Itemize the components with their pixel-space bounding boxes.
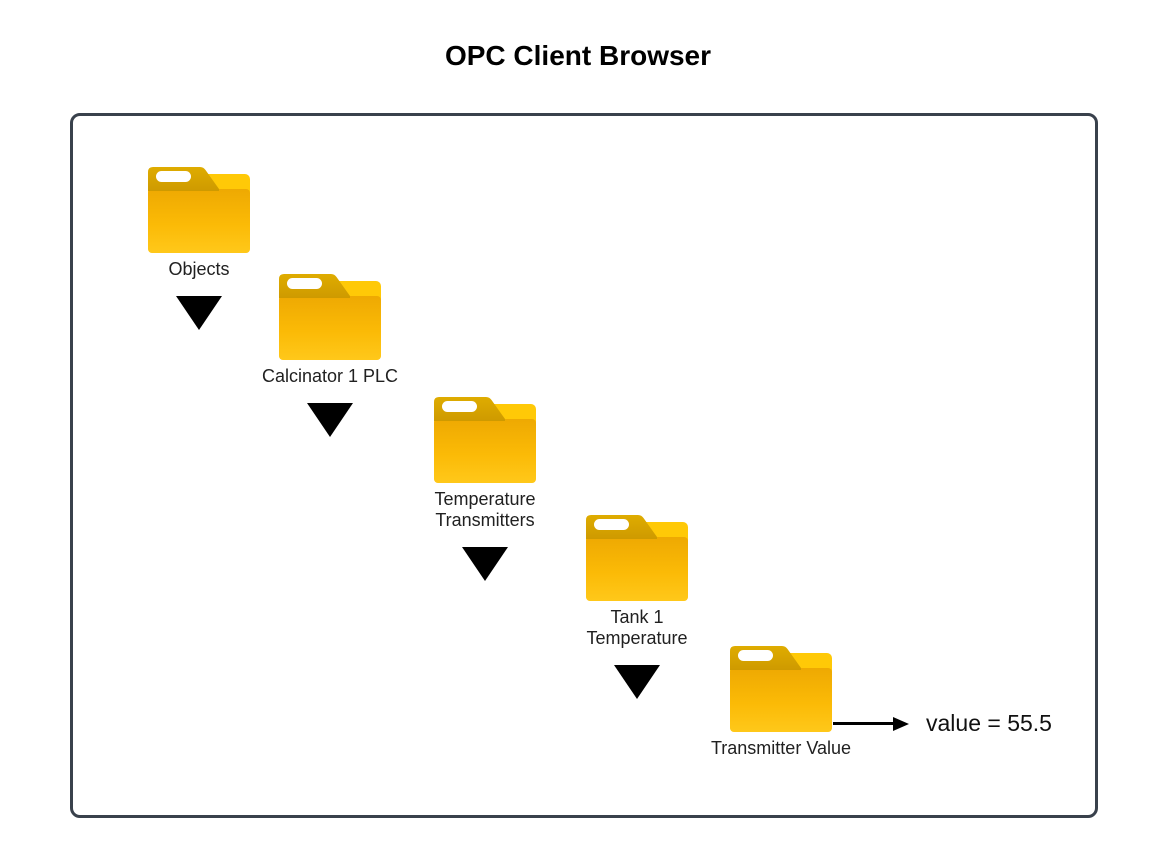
tree-node-tank-1-temperature: Tank 1 Temperature <box>542 514 732 699</box>
expand-arrow-icon[interactable] <box>462 547 508 581</box>
folder-icon[interactable] <box>278 273 382 361</box>
expand-arrow-icon[interactable] <box>307 403 353 437</box>
tag-value: value = 55.5 <box>926 710 1052 736</box>
folder-icon[interactable] <box>147 166 251 254</box>
value-pointer: value = 55.5 <box>833 710 1052 737</box>
node-label: Temperature Transmitters <box>434 489 536 530</box>
folder-icon[interactable] <box>729 645 833 733</box>
tree-node-transmitter-value: Transmitter Value <box>686 645 876 759</box>
expand-arrow-icon[interactable] <box>176 296 222 330</box>
arrow-line <box>833 722 893 725</box>
node-label: Calcinator 1 PLC <box>261 366 399 386</box>
node-label: Objects <box>168 259 230 279</box>
tree-node-calcinator-1-plc: Calcinator 1 PLC <box>235 273 425 437</box>
expand-arrow-icon[interactable] <box>614 665 660 699</box>
page-title: OPC Client Browser <box>444 40 712 71</box>
arrow-right-icon <box>893 716 909 731</box>
node-label: Transmitter Value <box>710 738 852 758</box>
tree-node-objects: Objects <box>104 166 294 330</box>
folder-icon[interactable] <box>433 396 537 484</box>
folder-icon[interactable] <box>585 514 689 602</box>
tree-node-temperature-transmitters: Temperature Transmitters <box>390 396 580 581</box>
node-label: Tank 1 Temperature <box>586 607 688 648</box>
